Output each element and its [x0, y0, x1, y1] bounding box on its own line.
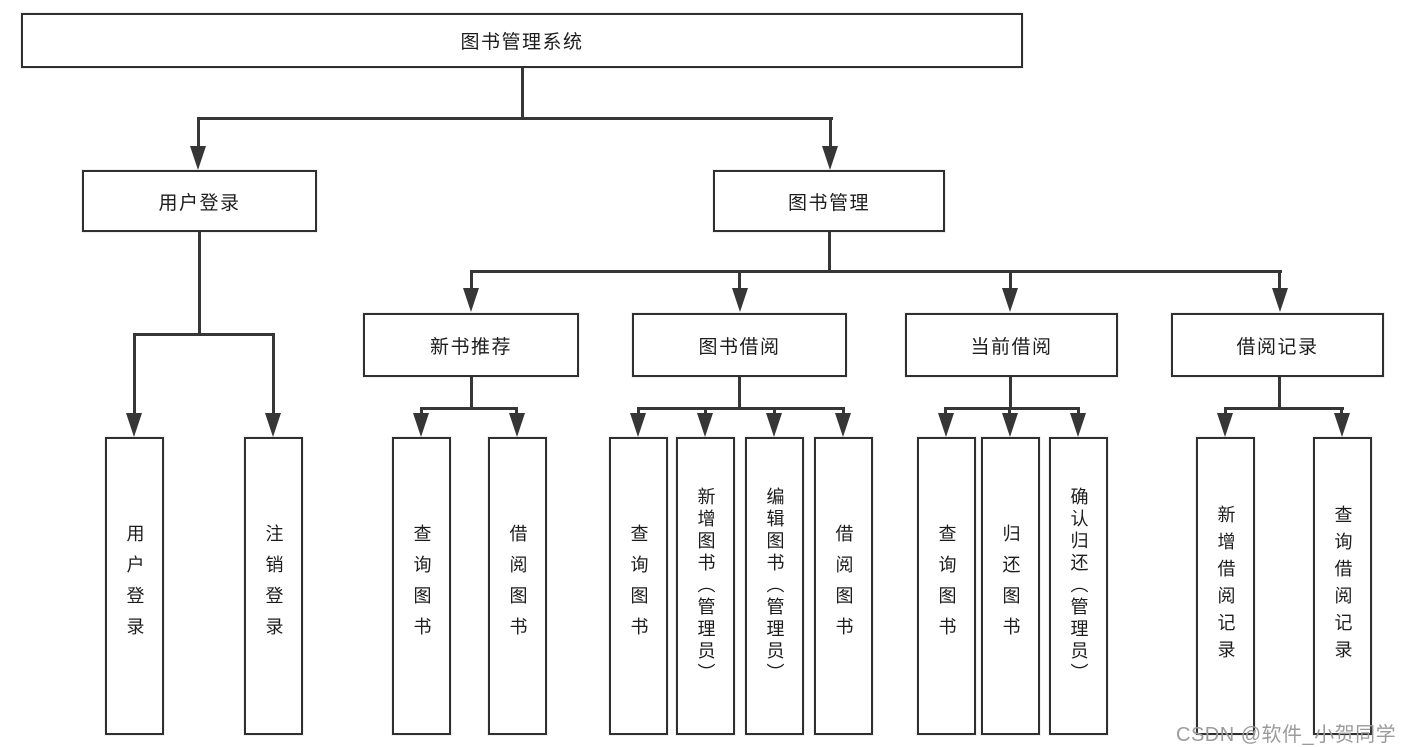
leaf-confirm-return-admin-label: 确认归还（管理员） [1068, 487, 1089, 685]
to-book-borrow-vline [738, 270, 741, 290]
arrow-to-borrow-records [1272, 288, 1288, 312]
arrow-to-add-book [697, 413, 713, 437]
leaf-query-books-1-label: 查询图书 [411, 524, 432, 648]
leaf-add-book-admin-label: 新增图书（管理员） [695, 487, 716, 685]
leaf-edit-book-admin-label: 编辑图书（管理员） [764, 487, 785, 685]
new-book-rec-leaf1-vline [420, 407, 423, 415]
leaf-query-books-2-label: 查询图书 [628, 524, 649, 648]
book-borrow-leaf1-vline [637, 407, 640, 415]
current-borrow-leaf2-vline [1008, 407, 1011, 415]
to-borrow-records-vline [1278, 270, 1281, 290]
arrow-to-return-book [1002, 413, 1018, 437]
leaf-edit-book-admin: 编辑图书（管理员） [745, 437, 804, 735]
node-new-book-recommend-label: 新书推荐 [429, 336, 512, 358]
to-new-book-rec-vline [470, 270, 473, 290]
arrow-to-borrow-books-2 [835, 413, 851, 437]
root-to-user-login-vline [197, 117, 200, 149]
leaf-query-borrow-record-label: 查询借阅记录 [1332, 505, 1353, 667]
arrow-to-edit-book [766, 413, 782, 437]
book-borrow-stem-vline [738, 377, 741, 410]
new-book-rec-branch-hline [420, 407, 518, 410]
arrow-to-add-borrow-record [1217, 413, 1233, 437]
new-book-rec-leaf2-vline [515, 407, 518, 415]
leaf-user-login-label: 用户登录 [124, 524, 145, 648]
leaf-query-books-1: 查询图书 [392, 437, 451, 735]
node-current-borrow: 当前借阅 [905, 313, 1118, 377]
current-borrow-leaf1-vline [944, 407, 947, 415]
node-user-login: 用户登录 [82, 170, 317, 232]
user-login-to-leaf1-vline [133, 333, 136, 415]
arrow-to-leaf-logout [265, 413, 281, 437]
leaf-borrow-books-2-label: 借阅图书 [833, 524, 854, 648]
book-borrow-leaf3-vline [773, 407, 776, 415]
leaf-query-borrow-record: 查询借阅记录 [1313, 437, 1372, 735]
arrow-to-borrow-books-1 [509, 413, 525, 437]
node-root-label: 图书管理系统 [460, 32, 584, 53]
arrow-to-query-books-2 [630, 413, 646, 437]
leaf-query-books-3-label: 查询图书 [936, 524, 957, 648]
current-borrow-leaf3-vline [1077, 407, 1080, 415]
node-book-borrow-label: 图书借阅 [698, 336, 781, 358]
node-root: 图书管理系统 [21, 13, 1023, 68]
arrow-to-query-borrow-record [1334, 413, 1350, 437]
node-borrow-records-label: 借阅记录 [1236, 336, 1319, 358]
leaf-add-borrow-record: 新增借阅记录 [1196, 437, 1255, 735]
node-book-management: 图书管理 [713, 170, 945, 232]
node-user-login-label: 用户登录 [158, 192, 241, 214]
borrow-records-branch-hline [1224, 407, 1344, 410]
leaf-add-book-admin: 新增图书（管理员） [676, 437, 735, 735]
book-borrow-leaf2-vline [704, 407, 707, 415]
leaf-user-login: 用户登录 [105, 437, 164, 735]
user-login-branch-hline [133, 333, 275, 336]
csdn-watermark: CSDN @软件_小贺同学 [1176, 724, 1397, 746]
node-book-management-label: 图书管理 [787, 192, 870, 214]
arrow-to-new-book-rec [463, 288, 479, 312]
arrow-to-query-books-1 [413, 413, 429, 437]
leaf-return-book: 归还图书 [981, 437, 1040, 735]
book-borrow-leaf4-vline [842, 407, 845, 415]
leaf-logout-label: 注销登录 [263, 524, 284, 648]
node-book-borrow: 图书借阅 [632, 313, 847, 377]
leaf-query-books-3: 查询图书 [917, 437, 976, 735]
arrow-to-current-borrow [1002, 288, 1018, 312]
leaf-return-book-label: 归还图书 [1000, 524, 1021, 648]
root-to-book-mgmt-vline [829, 117, 832, 149]
book-mgmt-stem-vline [828, 232, 831, 273]
arrow-to-book-mgmt [822, 146, 838, 170]
leaf-logout: 注销登录 [244, 437, 303, 735]
node-current-borrow-label: 当前借阅 [970, 336, 1053, 358]
node-borrow-records: 借阅记录 [1171, 313, 1384, 377]
leaf-borrow-books-1: 借阅图书 [488, 437, 547, 735]
to-current-borrow-vline [1009, 270, 1012, 290]
arrow-to-confirm-return [1070, 413, 1086, 437]
arrow-to-query-books-3 [938, 413, 954, 437]
node-new-book-recommend: 新书推荐 [363, 313, 579, 377]
borrow-records-leaf2-vline [1340, 407, 1343, 415]
arrow-to-user-login [190, 146, 206, 170]
leaf-add-borrow-record-label: 新增借阅记录 [1215, 505, 1236, 667]
arrow-to-book-borrow [732, 288, 748, 312]
borrow-records-stem-vline [1278, 377, 1281, 410]
arrow-to-leaf-user-login [126, 413, 142, 437]
new-book-rec-stem-vline [470, 377, 473, 410]
leaf-query-books-2: 查询图书 [609, 437, 668, 735]
leaf-borrow-books-2: 借阅图书 [814, 437, 873, 735]
user-login-to-leaf2-vline [272, 333, 275, 415]
current-borrow-stem-vline [1009, 377, 1012, 410]
root-branch-hline [197, 117, 833, 120]
root-stem-vline [521, 68, 524, 118]
borrow-records-leaf1-vline [1224, 407, 1227, 415]
leaf-borrow-books-1-label: 借阅图书 [507, 524, 528, 648]
current-borrow-branch-hline [944, 407, 1080, 410]
book-mgmt-branch-hline [470, 270, 1282, 273]
user-login-stem-vline [198, 232, 201, 336]
book-borrow-branch-hline [637, 407, 845, 410]
leaf-confirm-return-admin: 确认归还（管理员） [1049, 437, 1108, 735]
